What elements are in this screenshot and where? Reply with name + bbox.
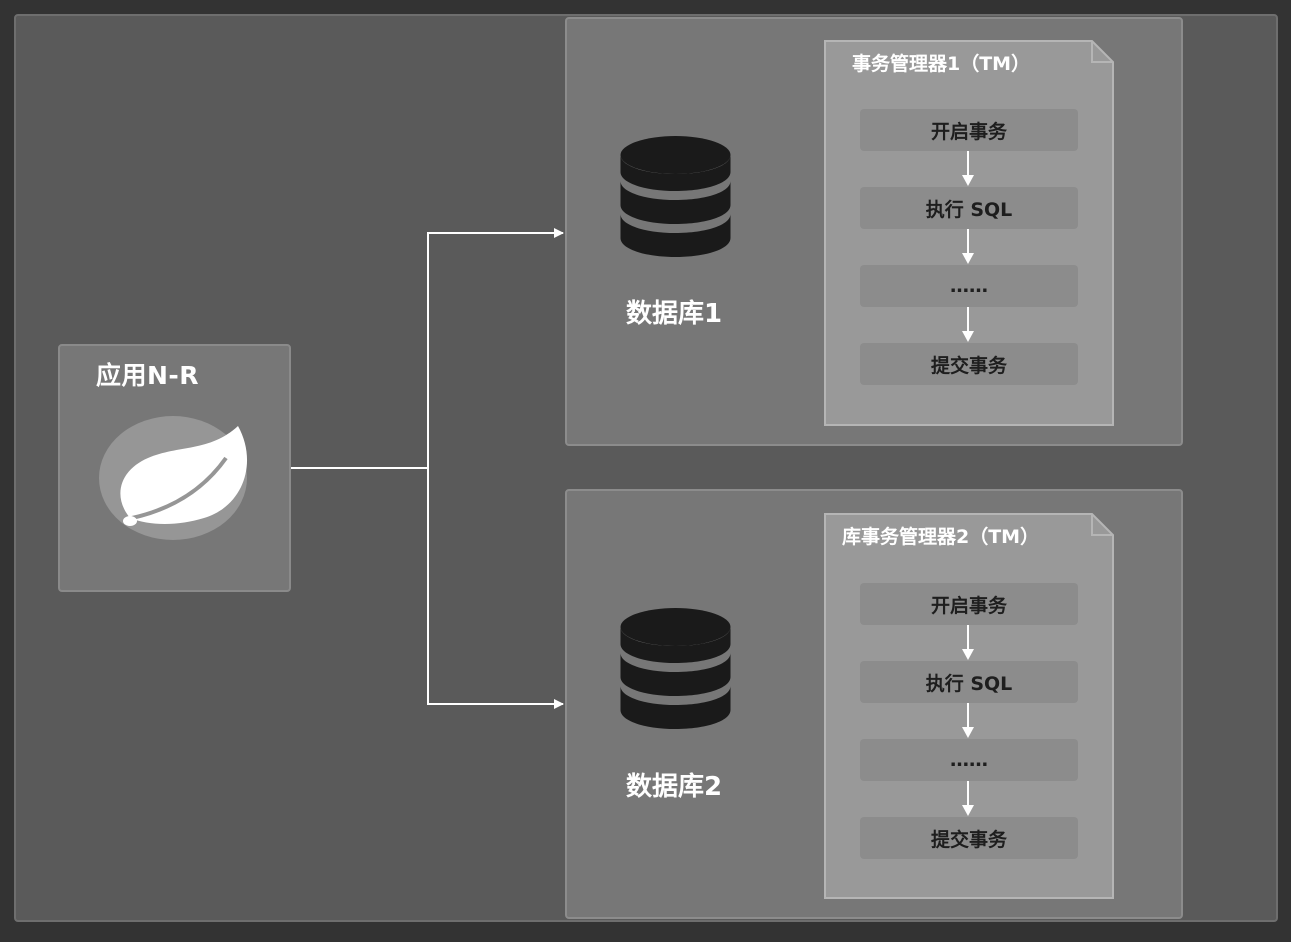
database-2-label: 数据库2	[625, 772, 723, 802]
connector-to-db2	[427, 468, 564, 709]
db2-flow-arrow	[962, 703, 974, 738]
db1-flow-arrow	[962, 151, 974, 186]
transaction-manager-1-title: 事务管理器1（TM）	[852, 53, 1031, 75]
app-title: 应用N-R	[96, 361, 200, 390]
db2-step-execute-sql: 执行 SQL	[860, 661, 1078, 703]
db1-flow-arrow	[962, 229, 974, 264]
db2-step-begin: 开启事务	[860, 583, 1078, 625]
db2-step-ellipsis: ……	[860, 739, 1078, 781]
connector-to-db1	[427, 228, 564, 468]
db2-flow-arrow	[962, 625, 974, 660]
database-icon	[620, 136, 731, 257]
db1-step-begin: 开启事务	[860, 109, 1078, 151]
transaction-manager-2-title: 库事务管理器2（TM）	[842, 526, 1040, 548]
database-1-label: 数据库1	[625, 299, 723, 329]
db1-step-commit: 提交事务	[860, 343, 1078, 385]
spring-leaf-icon	[99, 416, 248, 540]
database-icon	[620, 608, 731, 729]
db2-step-commit: 提交事务	[860, 817, 1078, 859]
db1-flow-arrow	[962, 307, 974, 342]
db1-step-execute-sql: 执行 SQL	[860, 187, 1078, 229]
db1-step-ellipsis: ……	[860, 265, 1078, 307]
db2-flow-arrow	[962, 781, 974, 816]
